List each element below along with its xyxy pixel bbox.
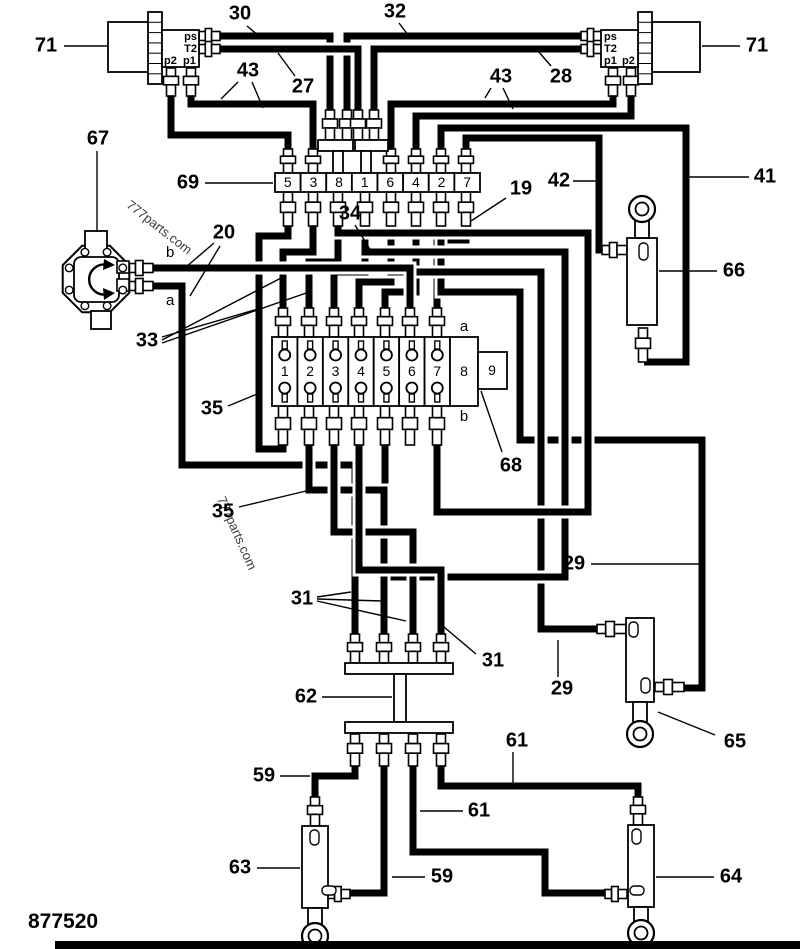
valve-block-35: 1 2 3 4 5 6 7 8 9 a b <box>271 318 508 425</box>
part-label-65: 65 <box>723 730 747 753</box>
part-label-29-top: 29 <box>562 552 586 575</box>
tee-adapters <box>317 139 389 174</box>
part-label-71-right: 71 <box>745 34 769 57</box>
part-label-35-mid: 35 <box>211 500 235 523</box>
manifold-cell-label: 3 <box>310 174 318 190</box>
pump-port-b-label: b <box>166 244 174 261</box>
valve-cell-label: 9 <box>488 362 496 378</box>
part-label-42: 42 <box>547 169 571 192</box>
manifold-cell-label: 4 <box>412 174 420 190</box>
part-label-28: 28 <box>549 65 573 88</box>
part-label-29-bottom: 29 <box>550 677 574 700</box>
cylinder-63 <box>300 825 337 949</box>
right-steer-cylinder-port-label: T2 <box>604 43 617 55</box>
part-label-69: 69 <box>176 171 200 194</box>
left-steer-cylinder-port-label: T2 <box>184 43 197 55</box>
part-label-30: 30 <box>228 2 252 25</box>
manifold-cell-label: 6 <box>386 174 394 190</box>
valve-cell-label: 2 <box>306 363 314 379</box>
manifold-69: 5 3 8 1 6 4 2 7 <box>274 172 481 193</box>
part-label-67: 67 <box>86 127 110 150</box>
valve-cell-label: 6 <box>408 363 416 379</box>
part-label-32: 32 <box>383 0 407 23</box>
bottom-border <box>55 941 800 949</box>
pump-port-a-label: a <box>166 292 175 309</box>
valve-cell-label: 1 <box>281 363 289 379</box>
part-label-43-left: 43 <box>236 59 260 82</box>
valve-cell-label: 3 <box>332 363 340 379</box>
part-label-19: 19 <box>509 177 533 200</box>
right-steer-cylinder-port-label: p2 <box>622 55 635 67</box>
fittings <box>127 27 685 903</box>
part-label-31-right: 31 <box>481 649 505 672</box>
part-number: 877520 <box>28 910 99 933</box>
right-steer-cylinder-port-label: p1 <box>604 55 617 67</box>
part-label-33: 33 <box>135 329 159 352</box>
part-label-41: 41 <box>753 165 777 188</box>
part-label-31-left: 31 <box>290 587 314 610</box>
part-label-62: 62 <box>294 685 318 708</box>
cylinder-64 <box>626 824 656 948</box>
pointer-lines <box>64 22 749 878</box>
valve-port-b-label: b <box>460 408 468 425</box>
part-label-59-top: 59 <box>252 764 276 787</box>
part-label-68: 68 <box>499 454 523 477</box>
part-label-43-right: 43 <box>489 65 513 88</box>
valve-port-a-label: a <box>460 318 469 335</box>
left-steer-cylinder-port-label: p1 <box>183 55 196 67</box>
manifold-cell-label: 5 <box>284 174 292 190</box>
manifold-cell-label: 1 <box>361 174 369 190</box>
left-steer-cylinder-port-label: p2 <box>164 55 177 67</box>
part-label-61-top: 61 <box>505 729 529 752</box>
right-steer-cylinder-port-label: ps <box>604 31 617 43</box>
part-label-71-left: 71 <box>34 34 58 57</box>
part-label-35-left: 35 <box>200 397 224 420</box>
part-label-59-bottom: 59 <box>430 865 454 888</box>
pump-67: ba <box>61 230 175 330</box>
manifold-cell-label: 7 <box>463 174 471 190</box>
valve-cell-label: 7 <box>433 363 441 379</box>
valve-cell-label: 8 <box>460 363 468 379</box>
cylinder-65 <box>625 617 655 749</box>
part-label-27: 27 <box>291 75 315 98</box>
manifold-cell-label: 8 <box>335 174 343 190</box>
junction-62 <box>344 662 454 734</box>
valve-cell-label: 5 <box>383 363 391 379</box>
manifold-cell-label: 2 <box>438 174 446 190</box>
left-steer-cylinder-port-label: ps <box>184 31 197 43</box>
part-label-64: 64 <box>719 865 743 888</box>
part-label-34: 34 <box>338 202 362 225</box>
part-label-63: 63 <box>228 856 252 879</box>
part-label-20: 20 <box>212 221 236 244</box>
cylinder-66 <box>626 194 658 326</box>
part-label-66: 66 <box>722 259 746 282</box>
hoses <box>153 29 709 900</box>
part-label-61-mid: 61 <box>467 799 491 822</box>
valve-cell-label: 4 <box>357 363 365 379</box>
